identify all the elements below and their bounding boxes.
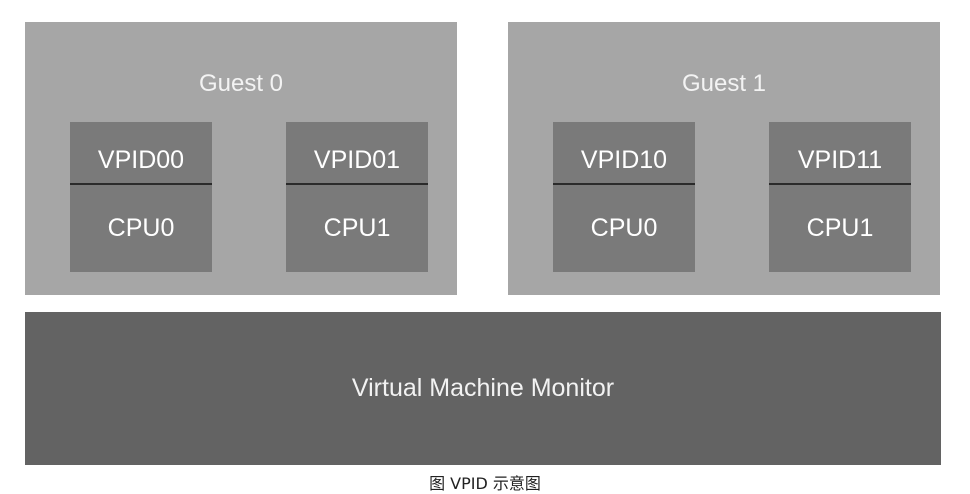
guest-0-vcpu-1: VPID01 CPU1 bbox=[286, 122, 428, 272]
figure-caption: 图 VPID 示意图 bbox=[429, 474, 541, 493]
vpid-divider bbox=[70, 183, 212, 185]
vpid-divider bbox=[769, 183, 911, 185]
guest-0-vpid-0: VPID00 bbox=[97, 146, 185, 174]
guest-1-cpu-1: CPU1 bbox=[806, 214, 874, 242]
guest-1-vcpu-1: VPID11 CPU1 bbox=[769, 122, 911, 272]
guest-0-title: Guest 0 bbox=[198, 70, 284, 97]
guest-1-title: Guest 1 bbox=[681, 70, 767, 97]
guest-1-cpu-0: CPU0 bbox=[590, 214, 658, 242]
guest-1-vpid-0: VPID10 bbox=[580, 146, 668, 174]
guest-0-cpu-1: CPU1 bbox=[323, 214, 391, 242]
vpid-divider bbox=[553, 183, 695, 185]
guest-1-vcpu-0: VPID10 CPU0 bbox=[553, 122, 695, 272]
guest-1-vpid-1: VPID11 bbox=[797, 146, 883, 174]
guest-0-vpid-1: VPID01 bbox=[313, 146, 401, 174]
guest-0-vcpu-0: VPID00 CPU0 bbox=[70, 122, 212, 272]
vmm-label: Virtual Machine Monitor bbox=[351, 374, 615, 402]
guest-0-box: Guest 0 VPID00 CPU0 VPID01 CPU1 bbox=[25, 22, 457, 295]
guest-1-box: Guest 1 VPID10 CPU0 VPID11 CPU1 bbox=[508, 22, 940, 295]
vpid-divider bbox=[286, 183, 428, 185]
guest-0-cpu-0: CPU0 bbox=[107, 214, 175, 242]
vmm-box: Virtual Machine Monitor bbox=[25, 312, 941, 465]
